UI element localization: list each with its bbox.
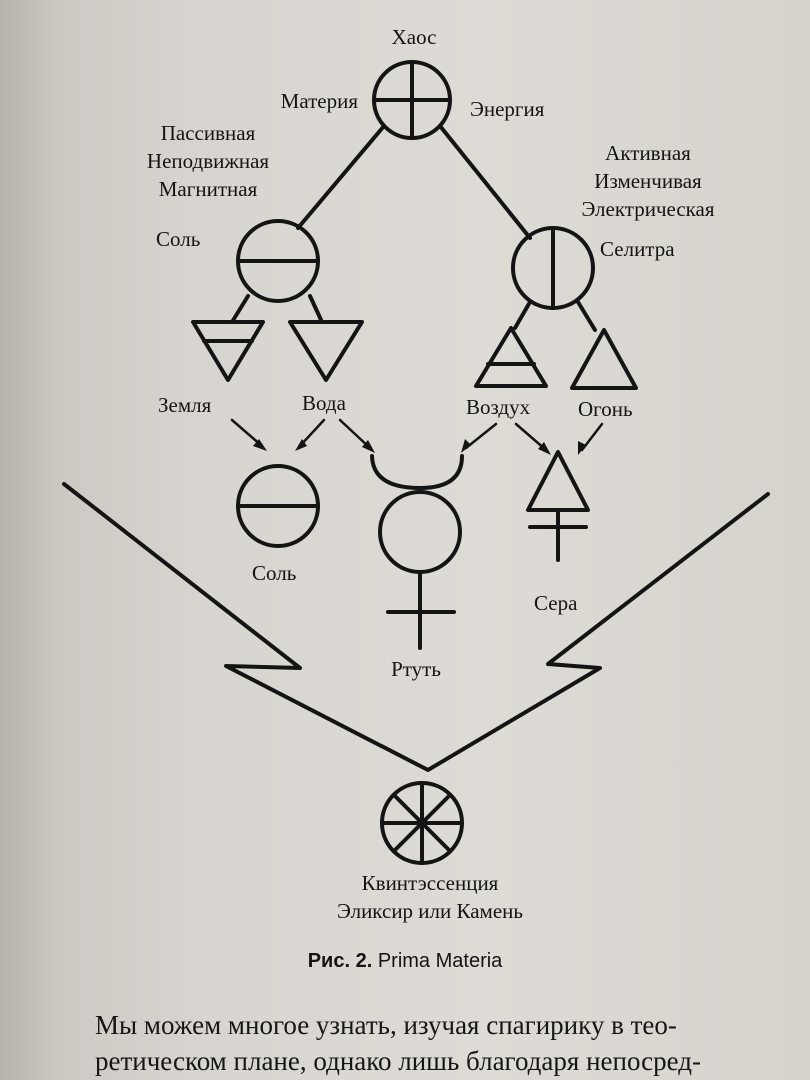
link-salt-earth <box>230 294 250 324</box>
sulfur-symbol <box>526 450 590 562</box>
link-chaos-salt <box>296 124 386 230</box>
body-text-line-1: Мы можем многое узнать, изучая спагирику… <box>95 1010 677 1040</box>
label-magnetic: Магнитная <box>158 177 258 201</box>
label-salt-top: Соль <box>156 227 201 251</box>
label-mercury: Ртуть <box>391 657 441 681</box>
link-saltpeter-fire <box>576 300 597 332</box>
quintessence-symbol <box>380 781 464 865</box>
label-changeable: Изменчивая <box>594 169 702 193</box>
earth-symbol <box>191 320 265 382</box>
caption-title: Prima Materia <box>377 950 503 972</box>
arrow-heads <box>253 439 586 455</box>
link-salt-water <box>308 294 324 324</box>
label-earth: Земля <box>158 393 212 417</box>
zigzag-v <box>62 482 770 772</box>
element-arrows <box>230 418 604 452</box>
salt-symbol-bottom <box>236 464 320 548</box>
link-chaos-saltpeter <box>438 124 532 240</box>
figure-caption: Рис. 2. Prima Materia <box>308 950 503 973</box>
chaos-symbol <box>372 60 452 140</box>
label-immobile: Неподвижная <box>146 149 270 173</box>
salt-symbol-top <box>236 219 320 303</box>
air-symbol <box>474 326 548 388</box>
saltpeter-symbol <box>511 226 595 310</box>
fire-symbol <box>570 328 638 390</box>
body-text-line-2: ретическом плане, однако лишь благодаря … <box>95 1046 701 1076</box>
label-water: Вода <box>302 391 346 415</box>
label-quintessence: Квинтэссенция <box>361 871 499 895</box>
label-passive: Пассивная <box>160 121 256 145</box>
label-energy: Энергия <box>470 97 545 121</box>
label-elixir-stone: Эликсир или Камень <box>337 899 523 923</box>
mercury-symbol <box>370 454 464 650</box>
label-fire: Огонь <box>578 397 633 421</box>
label-electric: Электрическая <box>581 197 715 221</box>
label-sulfur: Сера <box>534 591 578 615</box>
caption-prefix: Рис. 2. <box>307 950 373 972</box>
label-active: Активная <box>605 141 691 165</box>
label-salt-bottom: Соль <box>252 561 297 585</box>
label-chaos: Хаос <box>391 25 437 49</box>
label-saltpeter: Селитра <box>600 237 675 261</box>
link-saltpeter-air <box>513 300 532 330</box>
label-matter: Материя <box>280 89 358 113</box>
water-symbol <box>288 320 364 382</box>
label-air: Воздух <box>466 395 531 419</box>
